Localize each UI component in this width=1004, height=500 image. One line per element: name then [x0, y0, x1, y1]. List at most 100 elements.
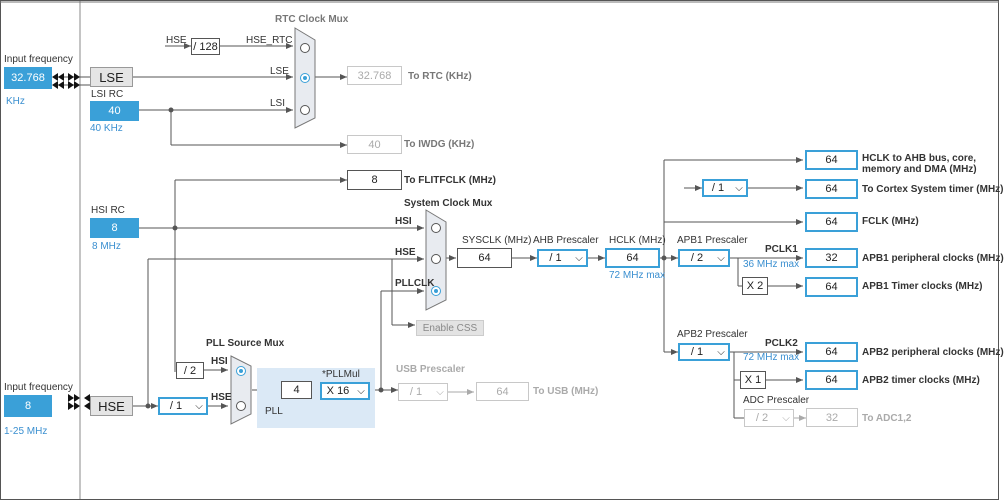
hclk-label: HCLK (MHz)	[609, 235, 666, 246]
iwdg-output-label: To IWDG (KHz)	[404, 139, 475, 150]
sysclk-mux-hsi: HSI	[395, 216, 412, 227]
apb2-peripheral-output-label: APB2 peripheral clocks (MHz)	[862, 347, 1004, 358]
cortex-timer-divider-select[interactable]: / 1 ⌵	[702, 179, 748, 197]
usb-output-label: To USB (MHz)	[533, 386, 599, 397]
sysclk-hsi-switch[interactable]	[431, 223, 441, 233]
apb1-peripheral-output[interactable]: 32	[805, 248, 858, 268]
pll-src-hsi-switch[interactable]	[236, 366, 246, 376]
pll-src-hse-switch[interactable]	[236, 401, 246, 411]
chevron-down-icon: ⌵	[782, 412, 790, 424]
hclk-ahb-output[interactable]: 64	[805, 150, 858, 170]
lsi-freq: 40 KHz	[90, 123, 123, 134]
lsi-value: 40	[90, 101, 139, 121]
rtc-lse-switch[interactable]	[300, 73, 310, 83]
cortex-timer-divider-value: / 1	[711, 182, 725, 194]
hsi-pll-divider: / 2	[176, 362, 204, 379]
hse-input-field[interactable]: 8	[4, 395, 52, 417]
pll-mul-value: X 16	[326, 385, 350, 397]
apb2-timer-output-label: APB2 timer clocks (MHz)	[862, 375, 980, 386]
usb-prescaler-value: / 1	[409, 386, 423, 398]
enable-css-button[interactable]: Enable CSS	[416, 320, 484, 336]
adc-output: 32	[806, 408, 858, 427]
sysclk-mux-hse: HSE	[395, 247, 416, 258]
rtc-hse-switch[interactable]	[300, 43, 310, 53]
hsi-title: HSI RC	[91, 205, 125, 216]
hse-prediv-select[interactable]: / 1 ⌵	[158, 397, 208, 415]
pll-source-mux-title: PLL Source Mux	[206, 338, 285, 349]
fclk-output[interactable]: 64	[805, 212, 858, 232]
lse-input-label: Input frequency	[4, 54, 73, 65]
apb1-timer-output[interactable]: 64	[805, 277, 858, 297]
apb1-prescaler-value: / 2	[690, 252, 704, 264]
fclk-output-label: FCLK (MHz)	[862, 216, 919, 227]
apb2-max: 72 MHz max	[743, 352, 800, 363]
sysclk-mux-title: System Clock Mux	[404, 198, 493, 209]
hclk-ahb-output-label: HCLK to AHB bus, core, memory and DMA (M…	[862, 153, 977, 175]
rtc-output-label: To RTC (KHz)	[408, 71, 472, 82]
hse-prediv-value: / 1	[169, 400, 183, 412]
ahb-prescaler-label: AHB Prescaler	[533, 235, 599, 246]
pll-src-hsi-label: HSI	[211, 356, 228, 367]
chevron-down-icon: ⌵	[575, 252, 583, 264]
rtc-lse-label: LSE	[270, 66, 289, 77]
apb2-timer-multiplier: X 1	[740, 371, 766, 389]
hclk-input[interactable]: 64	[605, 248, 660, 268]
adc-prescaler-select[interactable]: / 2 ⌵	[744, 409, 794, 427]
hsi-freq: 8 MHz	[92, 241, 121, 252]
chevron-down-icon: ⌵	[195, 400, 203, 412]
sysclk-mux-pllclk: PLLCLK	[395, 278, 435, 289]
flitf-output-label: To FLITFCLK (MHz)	[404, 175, 497, 186]
apb1-max: 36 MHz max	[743, 259, 800, 270]
apb2-peripheral-output[interactable]: 64	[805, 342, 858, 362]
apb1-prescaler-label: APB1 Prescaler	[677, 235, 748, 246]
lse-input-field[interactable]: 32.768	[4, 67, 52, 89]
apb1-prescaler-select[interactable]: / 2 ⌵	[678, 249, 730, 267]
apb1-peripheral-output-label: APB1 peripheral clocks (MHz)	[862, 253, 1004, 264]
pll-label: PLL	[265, 406, 283, 417]
ahb-prescaler-select[interactable]: / 1 ⌵	[537, 249, 588, 267]
apb2-prescaler-select[interactable]: / 1⌵	[678, 343, 730, 361]
hsi-value: 8	[90, 218, 139, 238]
pll-mul-select[interactable]: X 16 ⌵	[320, 382, 370, 400]
chevron-down-icon: ⌵	[357, 385, 365, 397]
rtc-hse-label: HSE	[166, 35, 187, 46]
sysclk-value: 64	[457, 248, 512, 268]
ahb-prescaler-value: / 1	[549, 252, 562, 264]
apb2-prescaler-label: APB2 Prescaler	[677, 329, 748, 340]
chevron-down-icon: ⌵	[717, 252, 725, 264]
adc-prescaler-label: ADC Prescaler	[743, 395, 810, 406]
apb2-timer-output[interactable]: 64	[805, 370, 858, 390]
usb-prescaler-label: USB Prescaler	[396, 364, 465, 375]
chevron-down-icon: ⌵	[436, 386, 444, 398]
flitf-output: 8	[347, 170, 402, 190]
lse-block[interactable]: LSE	[90, 67, 133, 87]
sysclk-hse-switch[interactable]	[431, 254, 441, 264]
rtc-hse-rtc-label: HSE_RTC	[246, 35, 293, 46]
cortex-timer-output-label: To Cortex System timer (MHz)	[862, 184, 1004, 195]
rtc-lsi-switch[interactable]	[300, 105, 310, 115]
sysclk-label: SYSCLK (MHz)	[462, 235, 532, 246]
usb-prescaler-select[interactable]: / 1 ⌵	[398, 383, 448, 401]
rtc-output: 32.768	[347, 66, 402, 85]
pll-mul-label: *PLLMul	[322, 369, 360, 380]
adc-prescaler-value: / 2	[755, 412, 769, 424]
apb1-timer-output-label: APB1 Timer clocks (MHz)	[862, 281, 983, 292]
pclk2-label: PCLK2	[765, 338, 798, 349]
rtc-mux-title: RTC Clock Mux	[275, 14, 349, 25]
pll-input-value: 4	[281, 381, 312, 399]
pclk1-label: PCLK1	[765, 244, 798, 255]
pll-src-hse-label: HSE	[211, 392, 232, 403]
cortex-timer-output[interactable]: 64	[805, 179, 858, 199]
chevron-down-icon: ⌵	[735, 182, 743, 194]
rtc-hse-divider[interactable]: / 128	[191, 38, 220, 55]
rtc-lsi-label: LSI	[270, 98, 286, 109]
lse-unit: KHz	[6, 96, 25, 107]
apb2-prescaler-value: / 1	[690, 346, 704, 358]
sysclk-pllclk-switch[interactable]	[431, 286, 441, 296]
adc-output-label: To ADC1,2	[862, 413, 912, 424]
lsi-title: LSI RC	[91, 89, 124, 100]
hse-block[interactable]: HSE	[90, 396, 133, 416]
apb1-timer-multiplier: X 2	[742, 277, 768, 295]
hse-range: 1-25 MHz	[4, 426, 48, 437]
hse-input-label: Input frequency	[4, 382, 73, 393]
